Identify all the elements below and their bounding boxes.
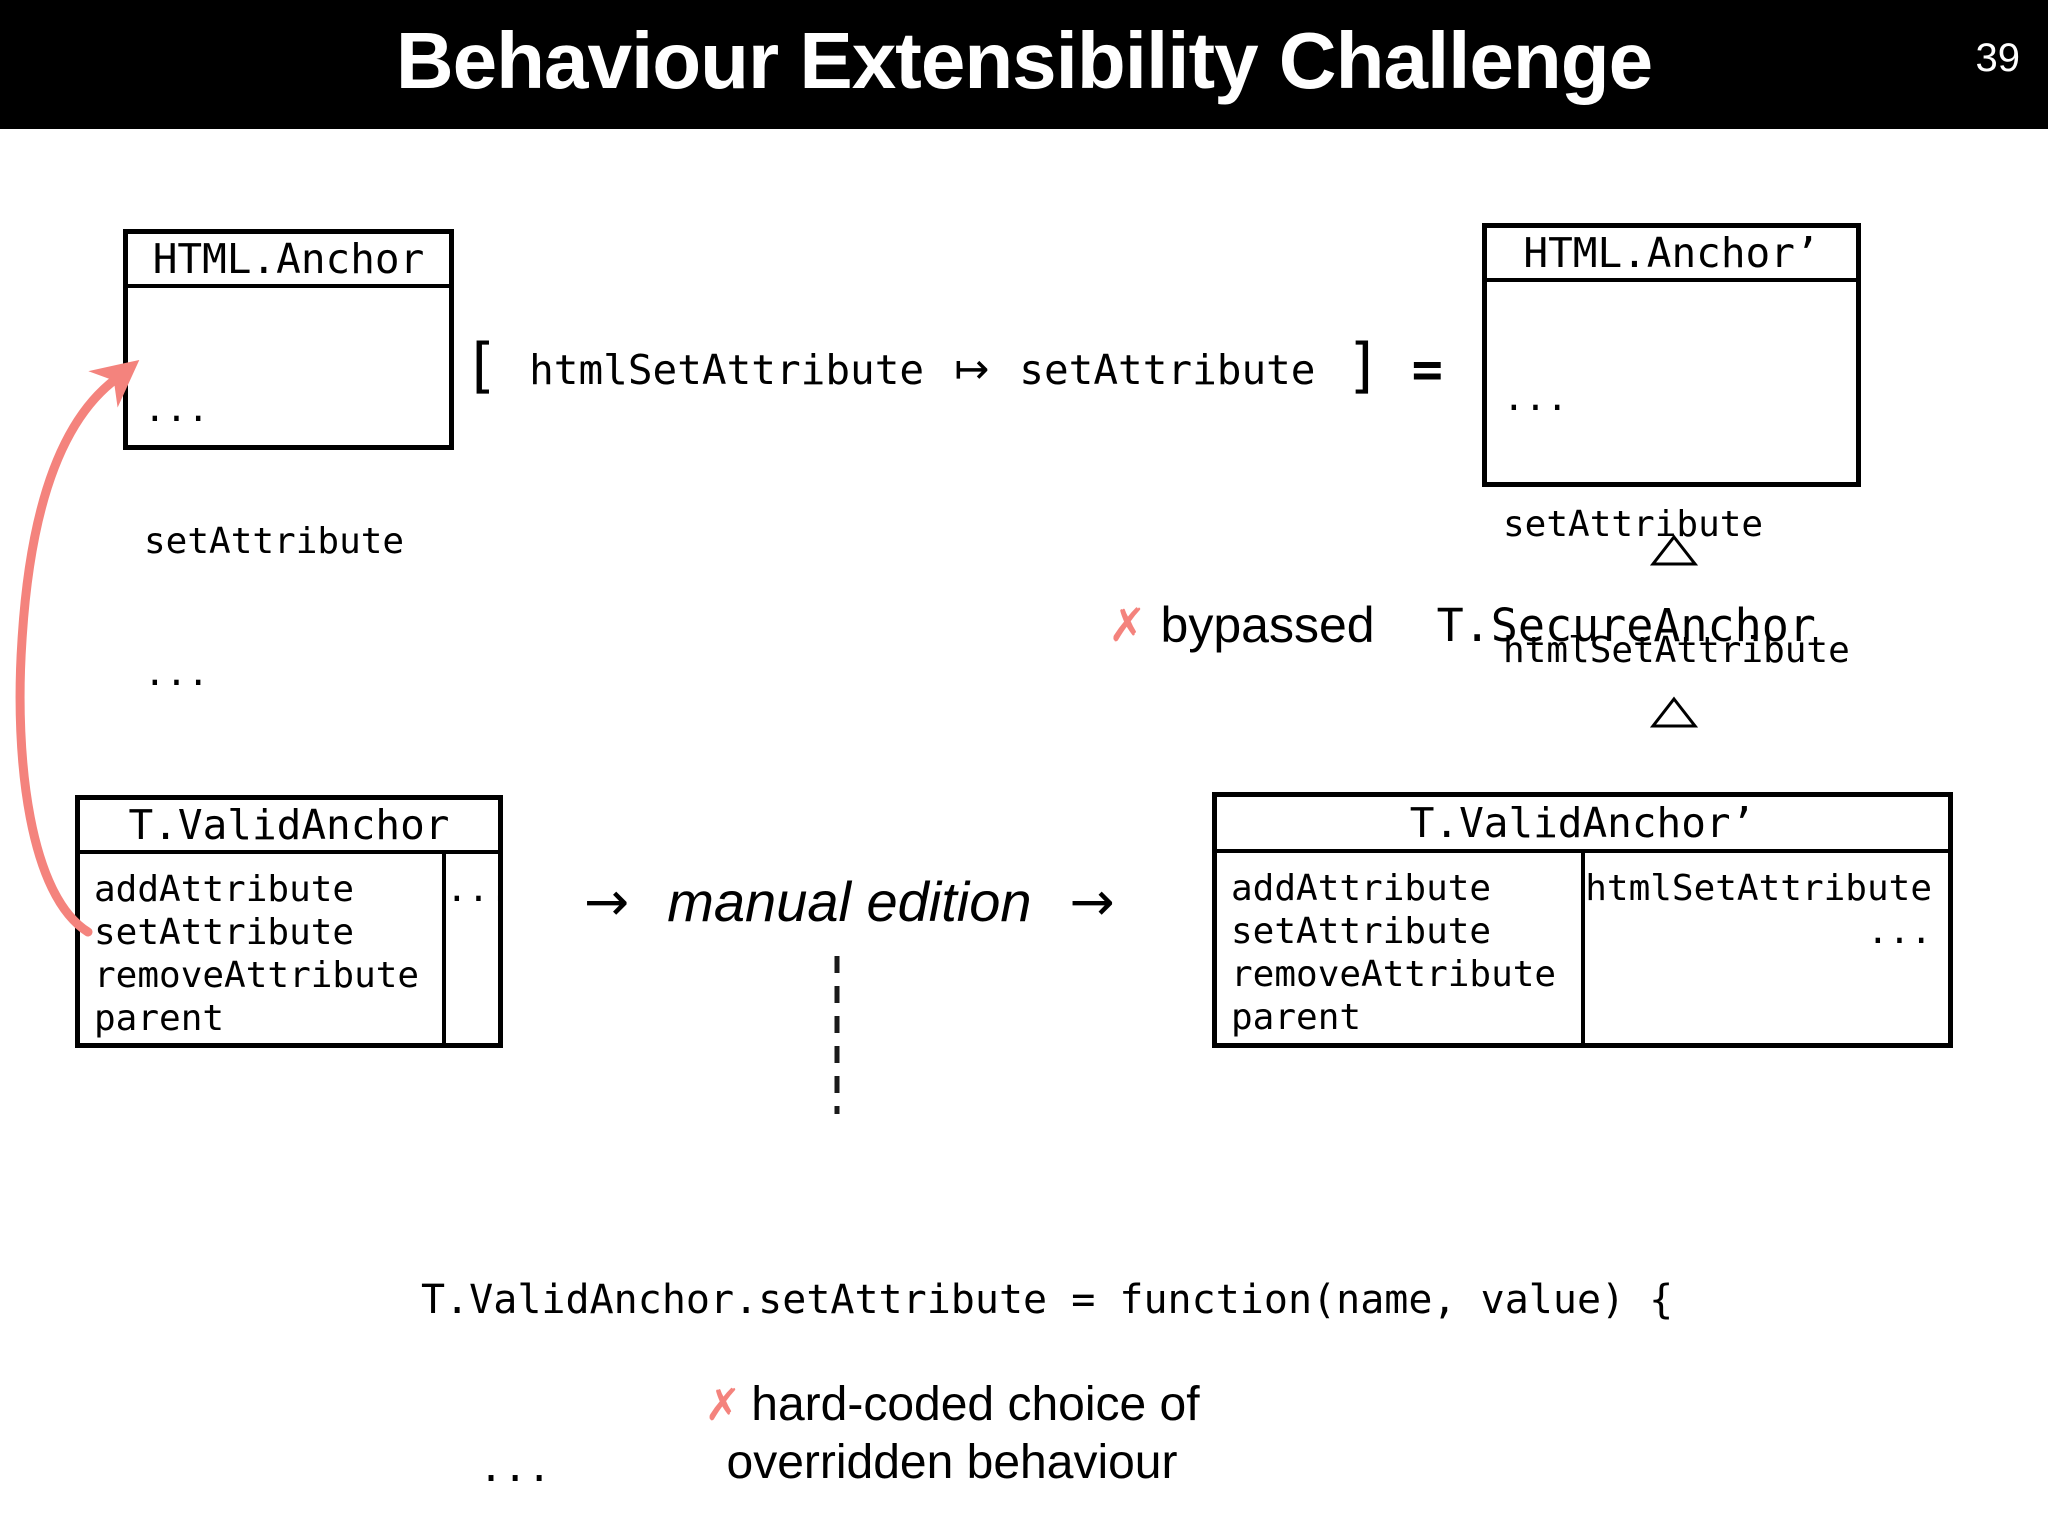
member-setattribute: setAttribute [1231, 911, 1492, 952]
member-setattribute: setAttribute [94, 912, 355, 953]
class-box-valid-anchor: T.ValidAnchor addAttribute setAttribute … [75, 795, 512, 1048]
slide-title: Behaviour Extensibility Challenge [395, 16, 1653, 105]
member-ellipsis: ... [1866, 911, 1932, 952]
class-title-html-anchor: HTML.Anchor [128, 234, 449, 288]
open-bracket: [ [463, 331, 500, 401]
class-title-html-anchor-prime: HTML.Anchor’ [1487, 228, 1856, 282]
member-ellipsis: ... [446, 869, 512, 910]
class-title-valid-anchor-prime: T.ValidAnchor’ [1217, 797, 1948, 853]
right-arrow-icon: → [1069, 869, 1115, 933]
cross-mark-icon: ✗ [704, 1380, 742, 1431]
caption-line-2: overridden behaviour [726, 1436, 1178, 1489]
class-box-html-anchor: HTML.Anchor ... setAttribute ... [123, 229, 454, 694]
bypassed-label: bypassed [1160, 597, 1375, 653]
class-members: ... setAttribute htmlSetAttribute ... [1487, 282, 1856, 894]
class-members-extra: htmlSetAttribute ... [1581, 853, 1948, 1045]
rename-expression: [ htmlSetAttribute ↦ setAttribute ] = [463, 330, 1443, 410]
title-bar: Behaviour Extensibility Challenge 39 [0, 0, 2048, 129]
member-ellipsis: ... [1503, 378, 1569, 419]
manual-edition-annotation: → manual edition → [584, 868, 1115, 934]
member-parent: parent [94, 998, 225, 1039]
code-line-2: ... [479, 1445, 552, 1491]
hard-coded-caption: ✗hard-coded choice of overridden behavio… [587, 1376, 1317, 1491]
member-setattribute: setAttribute [1503, 504, 1764, 545]
dotted-connector [834, 956, 840, 1114]
member-setattribute: setAttribute [144, 521, 405, 562]
class-title-valid-anchor: T.ValidAnchor [80, 800, 498, 854]
caption-line-1: ✗hard-coded choice of [587, 1376, 1317, 1434]
member-ellipsis: ... [144, 389, 210, 430]
member-htmlsetattribute: htmlSetAttribute [1503, 630, 1850, 671]
secure-anchor-label: T.SecureAnchor [1436, 598, 1816, 652]
expression-rhs: setAttribute [1019, 346, 1316, 394]
bypassed-annotation: ✗ bypassed T.SecureAnchor [1108, 596, 1816, 654]
member-parent: parent [1231, 997, 1362, 1038]
inheritance-triangle-icon [1650, 534, 1698, 566]
manual-edition-label: manual edition [667, 869, 1032, 933]
page-number: 39 [1975, 36, 2021, 80]
equals-sign: = [1411, 340, 1443, 400]
close-bracket: ] [1345, 331, 1382, 401]
member-removeattribute: removeAttribute [1231, 954, 1557, 995]
inheritance-triangle-icon [1650, 696, 1698, 728]
right-arrow-icon: → [584, 869, 630, 933]
member-addattribute: addAttribute [1231, 868, 1492, 909]
override-arrow [15, 359, 140, 937]
expression-lhs: htmlSetAttribute [529, 346, 925, 394]
member-htmlsetattribute: htmlSetAttribute [1585, 868, 1932, 909]
maps-to-icon: ↦ [954, 343, 990, 393]
class-box-html-anchor-prime: HTML.Anchor’ ... setAttribute htmlSetAtt… [1482, 223, 1861, 809]
member-addattribute: addAttribute [94, 869, 355, 910]
class-members-extra: ... [442, 854, 512, 1043]
caption-text-1: hard-coded choice of [751, 1378, 1200, 1431]
cross-mark-icon: ✗ [1108, 598, 1147, 652]
class-members: ... setAttribute ... [128, 288, 449, 784]
member-removeattribute: removeAttribute [94, 955, 420, 996]
class-members: addAttribute setAttribute removeAttribut… [80, 854, 442, 1043]
member-ellipsis: ... [144, 653, 210, 694]
code-line-1: T.ValidAnchor.setAttribute = function(na… [421, 1277, 1674, 1323]
code-block: T.ValidAnchor.setAttribute = function(na… [421, 1160, 1673, 1536]
class-members: addAttribute setAttribute removeAttribut… [1217, 853, 1581, 1045]
class-box-valid-anchor-prime: T.ValidAnchor’ addAttribute setAttribute… [1212, 792, 1953, 1048]
